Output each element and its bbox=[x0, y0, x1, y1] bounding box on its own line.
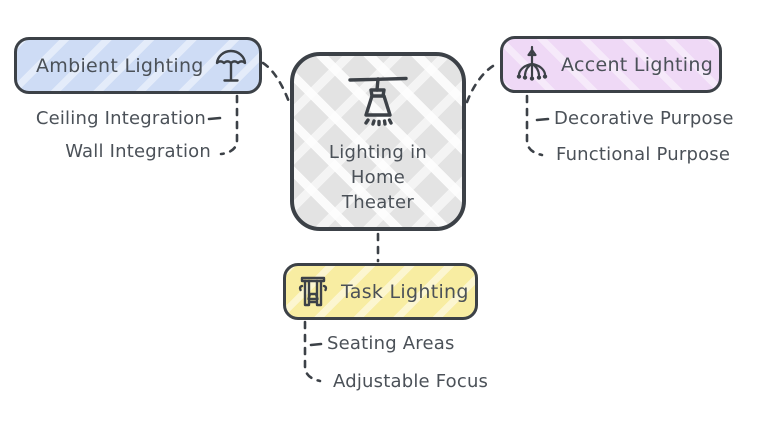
sconce-lamp-icon bbox=[298, 276, 328, 306]
umbrella-icon bbox=[215, 49, 247, 82]
center-label-line1: Lighting in bbox=[328, 142, 428, 163]
task-lighting-label: Task Lighting bbox=[341, 280, 469, 303]
pendant-lamp-icon bbox=[348, 76, 408, 127]
connector-ambient-center bbox=[261, 61, 291, 104]
connector-ambient-children bbox=[219, 94, 239, 156]
child-adjustable-focus: Adjustable Focus bbox=[333, 371, 489, 392]
center-label-line2: Home bbox=[350, 167, 406, 188]
child-seating-areas: Seating Areas bbox=[327, 333, 455, 354]
child-decorative-purpose: Decorative Purpose bbox=[554, 108, 734, 129]
accent-lighting-label: Accent Lighting bbox=[561, 53, 714, 76]
connector-task-children bbox=[303, 320, 322, 383]
connector-center-accent bbox=[465, 61, 501, 104]
chandelier-icon bbox=[516, 45, 548, 81]
connector-accent-children bbox=[525, 94, 544, 157]
node-ambient-lighting: Ambient Lighting bbox=[14, 37, 262, 94]
ambient-lighting-label: Ambient Lighting bbox=[36, 54, 204, 77]
tick-seating-areas bbox=[309, 342, 323, 347]
child-functional-purpose: Functional Purpose bbox=[556, 144, 731, 165]
node-lighting-in-home-theater: Lighting in Home Theater bbox=[290, 52, 466, 231]
child-wall-integration: Wall Integration bbox=[65, 141, 211, 162]
center-label-line3: Theater bbox=[341, 192, 415, 213]
tick-ceiling-integration bbox=[207, 116, 222, 121]
node-task-lighting: Task Lighting bbox=[283, 263, 478, 320]
child-ceiling-integration: Ceiling Integration bbox=[35, 108, 206, 129]
center-node-label: Lighting in Home Theater bbox=[329, 140, 427, 215]
node-accent-lighting: Accent Lighting bbox=[500, 36, 722, 93]
tick-decorative-purpose bbox=[535, 117, 550, 122]
